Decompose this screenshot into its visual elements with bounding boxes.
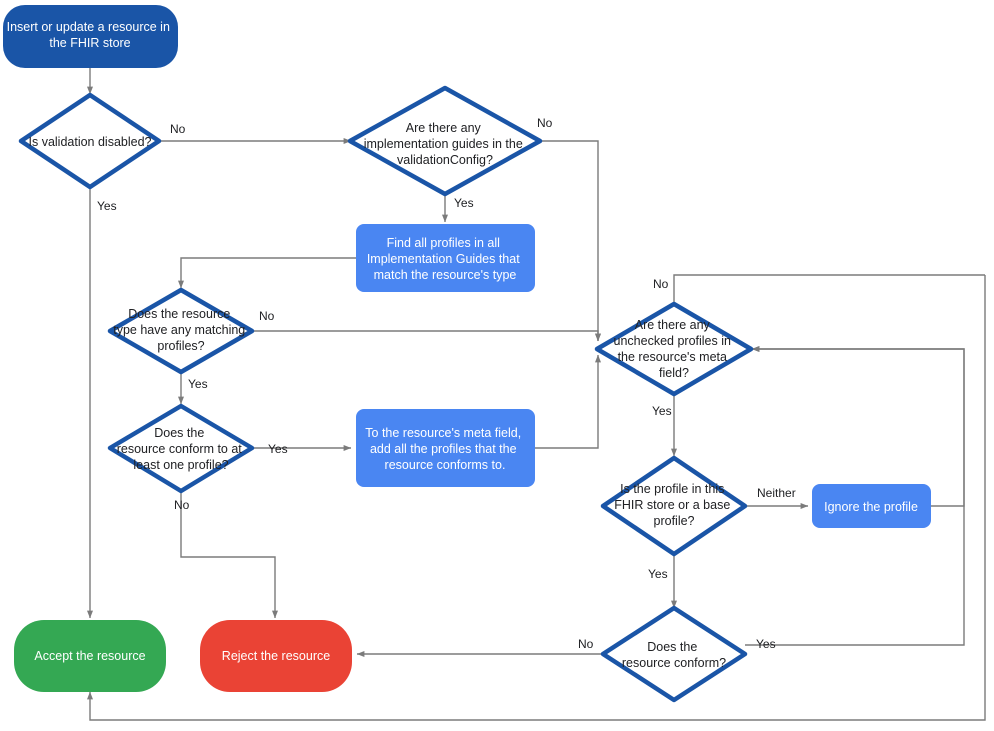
add-profiles-meta-shape [356,409,535,487]
edges-layer [86,68,986,721]
node-conform-one-profile[interactable]: Does the resource conform to at least on… [107,403,255,494]
edge-outer-loop-to-accept [86,275,986,721]
node-matching-profiles[interactable]: Does the resource type have any matching… [107,287,255,375]
edge-label-matching-yes: Yes [188,377,208,391]
edge-guides-no-to-unchecked [540,140,602,342]
matching-profiles-label: Does the resource type have any matching… [113,307,249,353]
edge-unchecked-no-loop-right [673,274,985,304]
edge-label-profile-store-neither: Neither [757,486,796,500]
edge-label-unchecked-no: No [653,277,669,291]
node-accept[interactable]: Accept the resource [14,620,166,692]
reject-shape [200,620,352,692]
edge-label-conform-one-no: No [174,498,190,512]
resource-conform-shape [600,605,748,703]
edge-label-matching-no: No [259,309,275,323]
edge-label-profile-store-yes: Yes [648,567,668,581]
ignore-profile-shape [812,484,931,528]
node-unchecked-profiles[interactable]: Are there any unchecked profiles in the … [594,301,754,397]
unchecked-profiles-shape [594,301,754,397]
edge-find-profiles-to-matching [178,257,356,289]
start-shape [3,5,178,68]
find-profiles-label: Find all profiles in all Implementation … [367,236,523,282]
profile-in-store-label: Is the profile in this FHIR store or a b… [614,482,734,528]
node-profile-in-store[interactable]: Is the profile in this FHIR store or a b… [600,455,748,557]
conform-one-profile-shape [107,403,255,494]
node-validation-disabled[interactable]: Is validation disabled? [18,92,162,190]
node-reject[interactable]: Reject the resource [200,620,352,692]
add-profiles-meta-label: To the resource's meta field, add all th… [365,426,524,472]
edge-label-validation-yes: Yes [97,199,117,213]
node-add-profiles-meta[interactable]: To the resource's meta field, add all th… [356,409,535,487]
edge-label-conform-yes: Yes [756,637,776,651]
ignore-profile-label: Ignore the profile [824,500,918,514]
node-start[interactable]: Insert or update a resource in the FHIR … [3,5,178,68]
edge-label-validation-no: No [170,122,186,136]
edge-conform-yes-loop [745,346,965,646]
implementation-guides-shape [347,85,543,197]
node-find-profiles[interactable]: Find all profiles in all Implementation … [356,224,535,292]
conform-one-profile-label: Does the resource conform to at least on… [117,426,246,472]
find-profiles-shape [356,224,535,292]
profile-in-store-shape [600,455,748,557]
edge-label-unchecked-yes: Yes [652,404,672,418]
implementation-guides-label: Are there any implementation guides in t… [364,121,527,167]
validation-disabled-label: Is validation disabled? [29,135,152,149]
edge-add-meta-to-unchecked [535,354,601,449]
node-implementation-guides[interactable]: Are there any implementation guides in t… [347,85,543,197]
edge-conform-one-no-to-reject [180,493,279,619]
edge-label-conform-one-yes: Yes [268,442,288,456]
start-label: Insert or update a resource in the FHIR … [7,20,174,50]
edge-labels-layer: No Yes No Yes No Yes Yes No No Yes Neith… [97,116,796,651]
edge-ignore-back-to-unchecked [751,346,965,507]
node-resource-conform[interactable]: Does the resource conform? [600,605,748,703]
edge-matching-no-to-unchecked [252,330,602,342]
node-ignore-profile[interactable]: Ignore the profile [812,484,931,528]
matching-profiles-shape [107,287,255,375]
resource-conform-label: Does the resource conform? [622,640,726,670]
edge-label-conform-no: No [578,637,594,651]
validation-disabled-shape [18,92,162,190]
unchecked-profiles-label: Are there any unchecked profiles in the … [614,318,735,380]
reject-label: Reject the resource [222,649,330,663]
accept-label: Accept the resource [34,649,145,663]
accept-shape [14,620,166,692]
edge-label-guides-no: No [537,116,553,130]
edge-label-guides-yes: Yes [454,196,474,210]
